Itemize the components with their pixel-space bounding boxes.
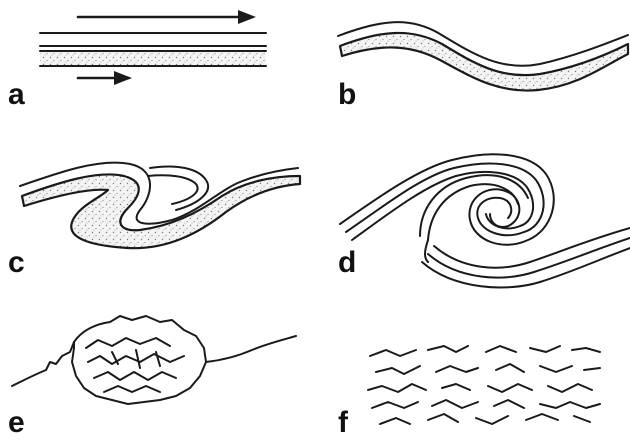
panel-label-d: d [338, 246, 356, 279]
panel-label-f: f [338, 406, 349, 439]
panel-label-a: a [8, 78, 25, 111]
panel-label-c: c [8, 246, 25, 279]
panel-f: f [338, 346, 600, 439]
panel-c: c [8, 163, 300, 279]
panel-d: d [338, 154, 630, 287]
shear-layer-lines [40, 33, 266, 66]
panel-label-e: e [8, 406, 25, 439]
slow-flow-arrow [78, 71, 132, 85]
panel-a: a [8, 10, 266, 111]
panel-label-b: b [338, 78, 356, 111]
panel-b: b [338, 22, 628, 111]
fast-flow-arrow [78, 10, 256, 24]
panel-e: e [8, 316, 296, 439]
